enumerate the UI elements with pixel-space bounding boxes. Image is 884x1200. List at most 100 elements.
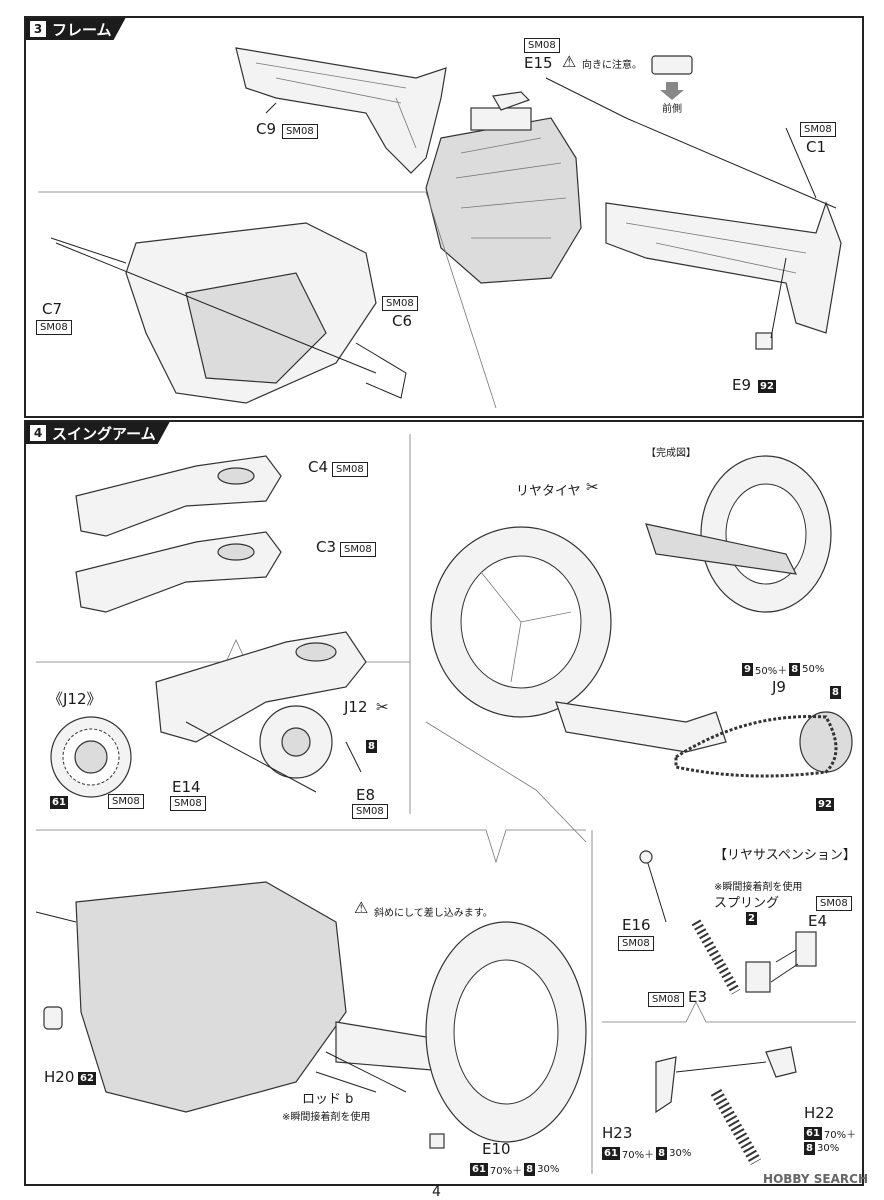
label-h23: H23 xyxy=(602,1124,633,1142)
rear-tire-cut-icon: ✂ xyxy=(586,478,599,496)
e9-color-92: 92 xyxy=(758,380,776,393)
caution-icon: ⚠ xyxy=(562,52,577,71)
step3-number: 3 xyxy=(30,21,46,37)
spring-color-2: 2 xyxy=(746,912,757,925)
label-j9: J9 xyxy=(772,678,786,696)
label-rod-b: ロッド b xyxy=(302,1092,354,1107)
e3-sm08: SM08 xyxy=(648,992,684,1007)
h22-mix-color-61: 61 xyxy=(804,1127,822,1140)
label-e8: E8 xyxy=(356,786,376,804)
e15-sm08: SM08 xyxy=(524,38,560,53)
label-e10: E10 xyxy=(482,1140,511,1158)
e10-mix-color-8: 8 xyxy=(524,1163,536,1176)
engine-frame-swingarm-drawing xyxy=(35,881,587,1143)
frame-c1-drawing xyxy=(605,201,842,334)
label-e4: E4 xyxy=(808,912,828,930)
c7-sm08: SM08 xyxy=(36,320,72,335)
c1-sm08: SM08 xyxy=(800,122,836,137)
c4-sm08: SM08 xyxy=(332,462,368,477)
label-e15: E15 xyxy=(524,54,553,72)
swingarm-c4-drawing xyxy=(75,455,282,537)
e16-sm08: SM08 xyxy=(618,936,654,951)
front-label: 前側 xyxy=(662,104,682,115)
label-c4: C4 xyxy=(308,458,329,476)
rear-tire-drawing xyxy=(430,526,612,718)
c9-sm08: SM08 xyxy=(282,124,318,139)
label-c9: C9 xyxy=(256,120,277,138)
swingarm-c3-drawing xyxy=(75,531,282,613)
h22-mix-b: 30% xyxy=(816,1143,840,1154)
e4-sm08: SM08 xyxy=(816,896,852,911)
sprocket-color-8: 8 xyxy=(830,686,841,699)
page-number: 4 xyxy=(432,1184,441,1200)
label-e3: E3 xyxy=(688,988,708,1006)
rod-glue-note: ※瞬間接着剤を使用 xyxy=(282,1112,371,1123)
label-c1: C1 xyxy=(806,138,827,156)
e8-sm08: SM08 xyxy=(352,804,388,819)
step4-title: スイングアーム xyxy=(52,424,156,443)
completed-wheel-drawing xyxy=(645,455,832,613)
h20-color-62: 62 xyxy=(78,1072,96,1085)
j12-color-8: 8 xyxy=(366,740,377,753)
j12-sm08: SM08 xyxy=(108,794,144,809)
assembled-frame-drawing xyxy=(50,222,407,404)
label-e9: E9 xyxy=(732,376,752,394)
label-j12-group: 《J12》 xyxy=(48,690,102,708)
h23-mix-color-61: 61 xyxy=(602,1147,620,1160)
label-spring: スプリング xyxy=(714,896,780,911)
c3-sm08: SM08 xyxy=(340,542,376,557)
h23-mix-a: 70%＋ xyxy=(621,1150,655,1161)
step4-number: 4 xyxy=(30,425,46,441)
e10-paint-mix: 61 70%＋ 8 30% xyxy=(470,1162,559,1177)
j12-cut-icon: ✂ xyxy=(376,698,389,716)
c6-sm08: SM08 xyxy=(382,296,418,311)
j9-paint-mix: 9 50%＋ 8 50% xyxy=(742,662,824,677)
step3-leader-lines xyxy=(38,77,837,409)
label-c7: C7 xyxy=(42,300,63,318)
label-rear-tire: リヤタイヤ xyxy=(516,484,581,499)
e14-sm08: SM08 xyxy=(170,796,206,811)
step3-title: フレーム xyxy=(52,20,112,39)
engine-drawing xyxy=(425,107,582,284)
sprocket-color-92: 92 xyxy=(816,798,834,811)
h23-mix-b: 30% xyxy=(669,1148,692,1159)
j12-disc-drawing xyxy=(50,716,132,798)
step4-header: 4 スイングアーム xyxy=(26,422,170,444)
j9-mix-b: 50% xyxy=(802,664,825,675)
e15-part xyxy=(492,91,531,111)
label-c6: C6 xyxy=(392,312,413,330)
e10-mix-a: 70%＋ xyxy=(489,1166,523,1177)
rear-suspension-drawing xyxy=(639,850,817,995)
j9-mix-color-9: 9 xyxy=(742,663,753,676)
j12-color-61: 61 xyxy=(50,796,68,809)
label-e16: E16 xyxy=(622,916,651,934)
e9-part xyxy=(755,332,773,350)
h23-paint-mix: 61 70%＋ 8 30% xyxy=(602,1146,691,1161)
step4-swingarm-panel: 4 スイングアーム xyxy=(24,420,864,1186)
suspension-glue-note: ※瞬間接着剤を使用 xyxy=(714,882,803,893)
caution-diagram xyxy=(651,55,693,100)
h22-mix-color-8: 8 xyxy=(804,1142,815,1155)
label-e14: E14 xyxy=(172,778,201,796)
completed-view-label: 【完成図】 xyxy=(646,448,696,459)
h22-mix-a: 70%＋ xyxy=(823,1130,857,1141)
j9-mix-a: 50%＋ xyxy=(754,666,788,677)
hobby-search-watermark: HOBBY SEARCH xyxy=(763,1172,868,1186)
e10-mix-b: 30% xyxy=(537,1164,560,1175)
swingarm-assembly-drawing xyxy=(155,631,367,793)
label-c3: C3 xyxy=(316,538,337,556)
e10-part xyxy=(429,1133,445,1149)
swingarm-chain-drawing xyxy=(555,701,853,778)
rear-suspension-title: 【リヤサスペンション】 xyxy=(714,848,856,863)
label-h22: H22 xyxy=(804,1104,835,1122)
caution-text: 向きに注意。 xyxy=(582,60,642,71)
label-h20: H20 xyxy=(44,1068,75,1086)
frame-c9-drawing xyxy=(235,47,447,174)
h22-paint-mix-a: 61 70%＋ xyxy=(804,1126,856,1141)
j9-mix-color-8: 8 xyxy=(789,663,801,676)
step4-dividers xyxy=(36,434,856,1174)
step3-header: 3 フレーム xyxy=(26,18,126,40)
h22-paint-mix-b: 8 30% xyxy=(804,1142,839,1155)
step3-frame-panel: 3 フレーム C9 SM08 SM08 E15 ⚠ 向きに注意。 前側 SM08 xyxy=(24,16,864,418)
h23-mix-color-8: 8 xyxy=(656,1147,668,1160)
